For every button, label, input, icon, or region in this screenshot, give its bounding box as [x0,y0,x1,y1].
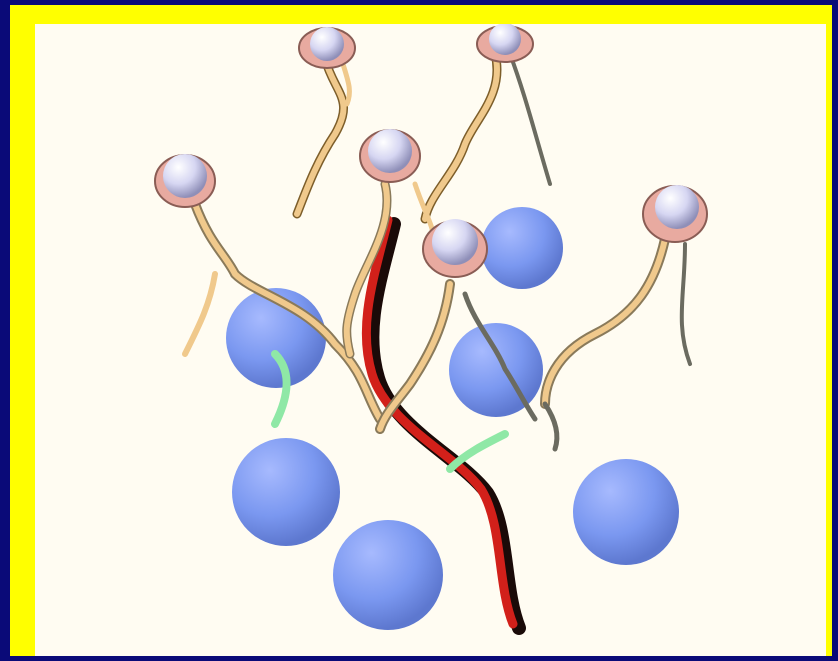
sphere [481,207,563,289]
sphere [232,438,340,546]
lipid-head [360,129,420,182]
sphere [333,520,443,630]
illustration-canvas [35,24,826,656]
lipid-head [155,154,215,207]
lipid-head [477,24,533,62]
lipid-head [299,27,355,68]
lipid-heads [155,24,707,277]
molecular-illustration [35,24,826,656]
sphere [573,459,679,565]
lipid-head [643,185,707,242]
lipid-head [423,219,487,277]
sphere [449,323,543,417]
yellow-frame [10,5,832,656]
